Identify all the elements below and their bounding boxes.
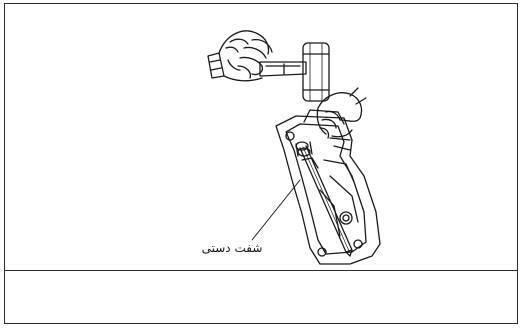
manual-shaft — [296, 142, 352, 256]
mallet — [260, 43, 329, 101]
manual-shaft-label: شفت دستی — [178, 238, 286, 258]
callout-leader-line — [252, 180, 300, 240]
upper-hand — [208, 31, 272, 81]
lower-hand — [317, 88, 366, 138]
